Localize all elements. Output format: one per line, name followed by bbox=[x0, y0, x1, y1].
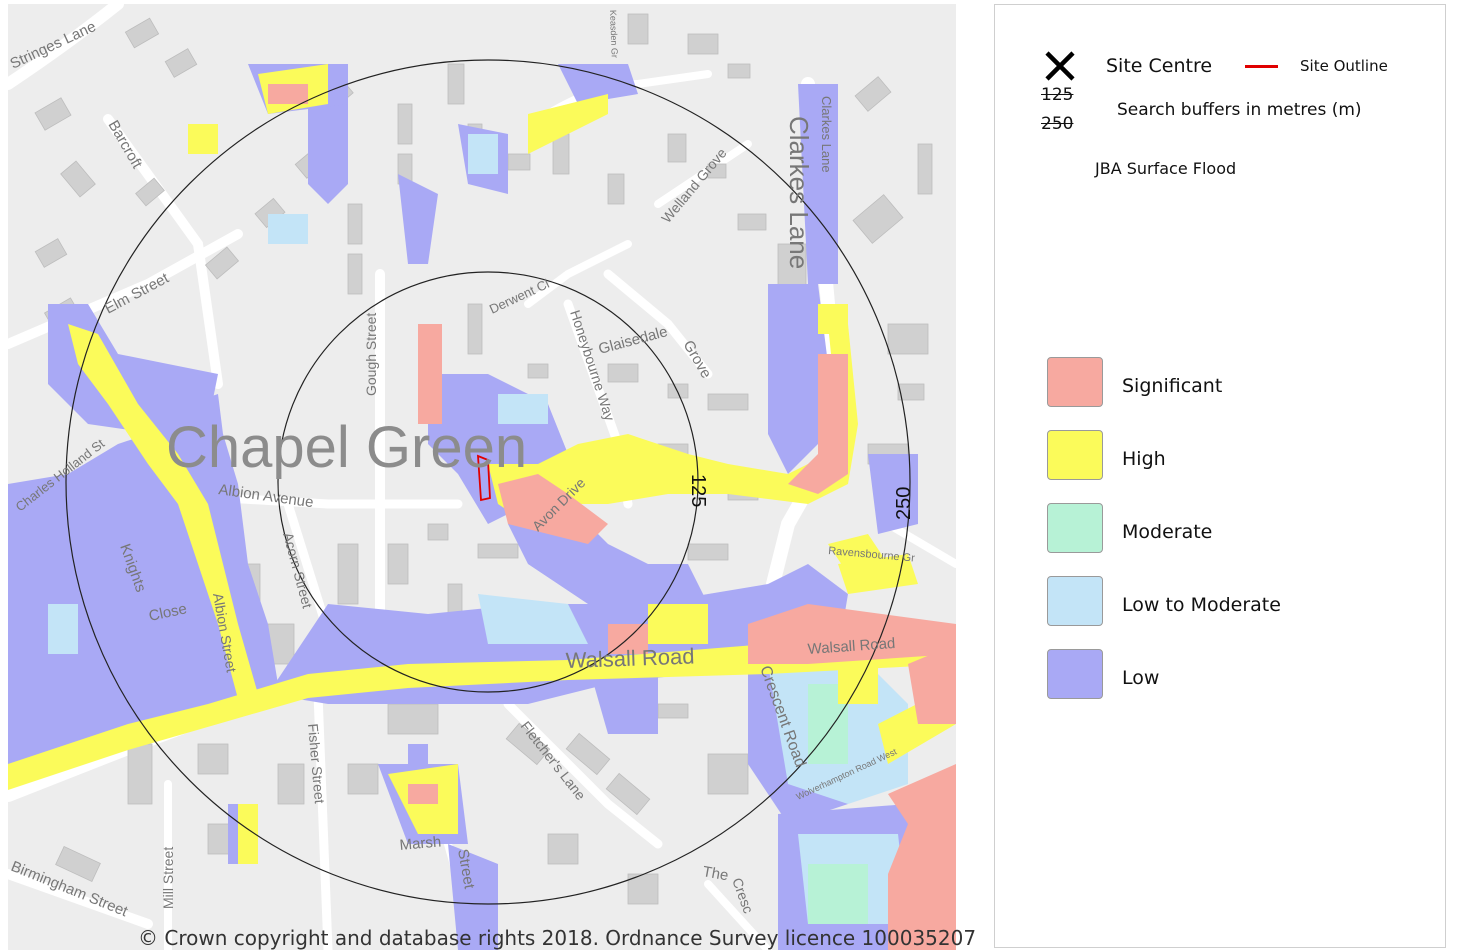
buffer-value-250: 250 bbox=[1041, 114, 1074, 134]
street-label: Elm Street bbox=[102, 269, 173, 317]
street-label: Walsall Road bbox=[565, 644, 695, 673]
buffer-label-125: 125 bbox=[687, 474, 709, 507]
label-low: Low bbox=[1122, 667, 1160, 689]
street-label: The bbox=[701, 863, 729, 884]
site-outline-line-icon bbox=[1245, 65, 1278, 68]
street-label: Walsall Road bbox=[807, 635, 896, 658]
label-high: High bbox=[1122, 448, 1166, 470]
label-low-to-moderate: Low to Moderate bbox=[1122, 594, 1281, 616]
street-label: Street bbox=[454, 848, 478, 891]
street-label: Stringes Lane bbox=[8, 18, 99, 73]
cross-icon bbox=[1043, 49, 1077, 83]
map-canvas: Stringes Lane Barcroft Elm Street Charle… bbox=[0, 0, 964, 950]
street-label: Grove bbox=[680, 338, 715, 382]
map-view[interactable]: Stringes Lane Barcroft Elm Street Charle… bbox=[0, 0, 976, 950]
street-label: Marsh bbox=[399, 833, 442, 854]
layer-title: JBA Surface Flood bbox=[1095, 159, 1237, 178]
street-label: Fisher Street bbox=[305, 723, 328, 804]
street-label: Keasden Gr bbox=[608, 10, 620, 58]
swatch-low bbox=[1047, 649, 1103, 699]
place-label: Chapel Green bbox=[166, 415, 527, 480]
street-label: Barcroft bbox=[105, 118, 146, 173]
map-legend: Site Centre Site Outline 125 250 Search … bbox=[994, 4, 1446, 948]
street-label: Glaisedale bbox=[597, 323, 670, 358]
buffer-250-circle bbox=[65, 59, 911, 905]
swatch-significant bbox=[1047, 357, 1103, 407]
buffer-125-circle bbox=[277, 271, 699, 693]
label-significant: Significant bbox=[1122, 375, 1223, 397]
copyright-notice: © Crown copyright and database rights 20… bbox=[138, 926, 977, 950]
street-label: Clarkes Lane bbox=[784, 116, 814, 269]
flood-significant bbox=[268, 84, 956, 950]
flood-moderate bbox=[808, 684, 868, 924]
street-label: Clarkes Lane bbox=[819, 96, 834, 173]
street-label: Mill Street bbox=[160, 847, 176, 909]
swatch-moderate bbox=[1047, 503, 1103, 553]
label-moderate: Moderate bbox=[1122, 521, 1213, 543]
swatch-low-to-moderate bbox=[1047, 576, 1103, 626]
buffer-value-125: 125 bbox=[1041, 85, 1074, 105]
street-label: Gough Street bbox=[363, 313, 379, 396]
search-buffers-label: Search buffers in metres (m) bbox=[1117, 100, 1362, 120]
site-centre-label: Site Centre bbox=[1106, 55, 1213, 77]
street-label: Fletcher's Lane bbox=[518, 718, 589, 803]
swatch-high bbox=[1047, 430, 1103, 480]
site-outline-label: Site Outline bbox=[1300, 57, 1388, 75]
site-outline[interactable] bbox=[477, 454, 491, 502]
search-buffers bbox=[65, 59, 911, 905]
buffer-label-250: 250 bbox=[893, 487, 915, 520]
